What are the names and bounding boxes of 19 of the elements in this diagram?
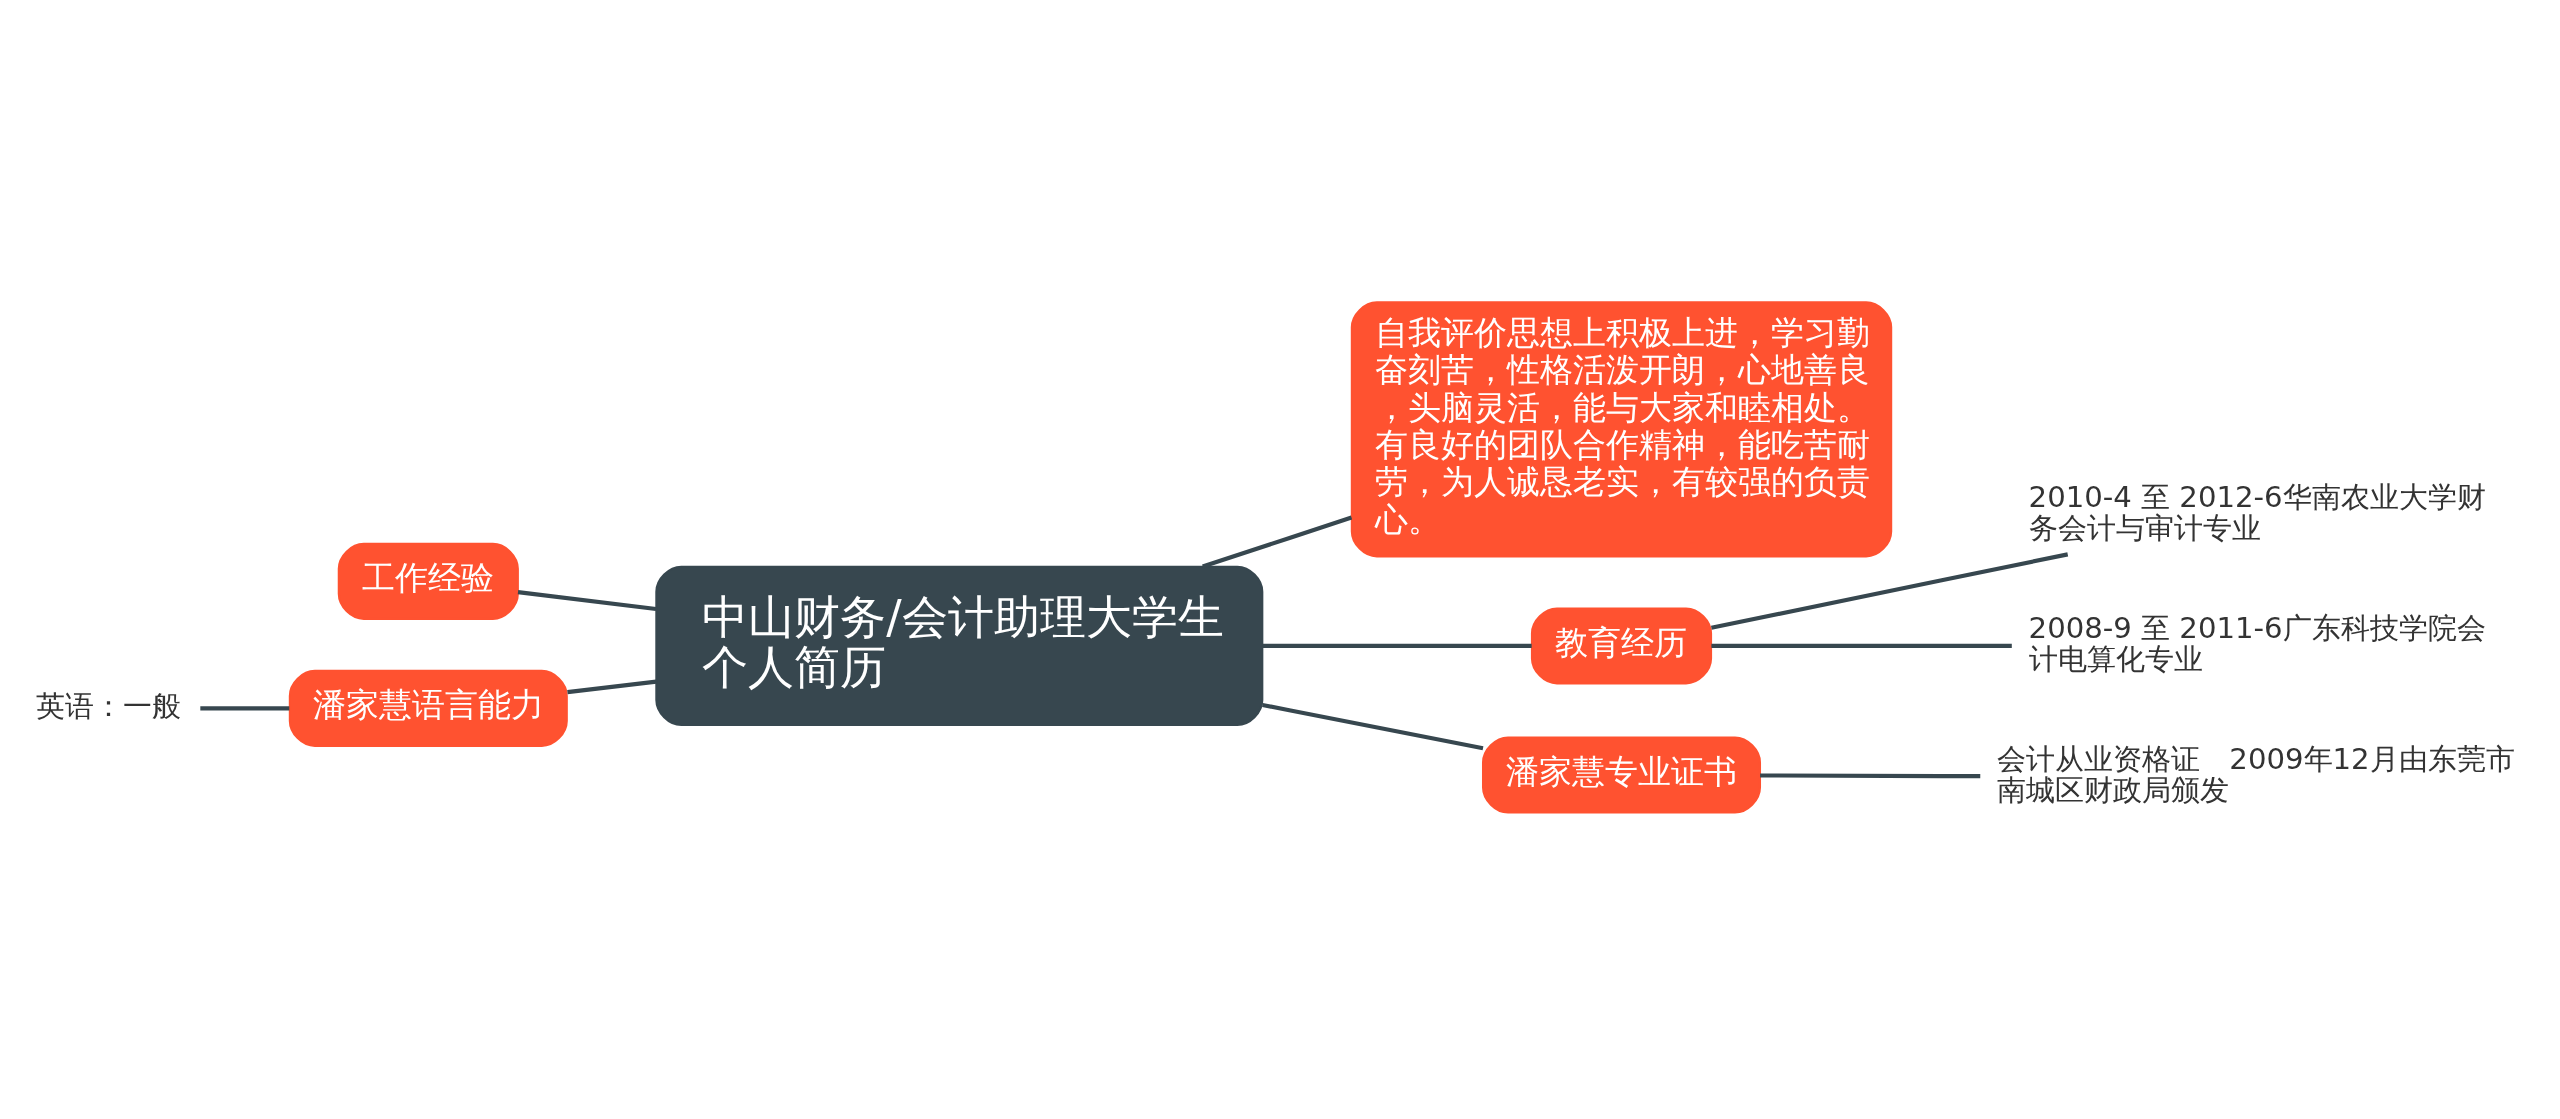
connector bbox=[567, 679, 657, 695]
connector bbox=[1202, 515, 1353, 569]
node-text: 会计从业资格证 2009年12月由东莞市南城区财政局颁发 bbox=[1997, 742, 2515, 808]
node-box: 潘家慧语言能力 bbox=[288, 669, 568, 747]
node-box: 教育经历 bbox=[1530, 607, 1713, 685]
node-box: 工作经验 bbox=[337, 542, 519, 620]
node-text: 英语：一般 bbox=[36, 689, 182, 724]
connector bbox=[517, 590, 657, 612]
connector bbox=[1760, 773, 1981, 779]
node-box: 自我评价思想上积极上进，学习勤奋刻苦，性格活泼开朗，心地善良，头脑灵活，能与大家和睦相处。有良好的团队合作精神，能吃苦耐劳，为人诚恳老实，有较强的负责心。 bbox=[1350, 301, 1893, 558]
node-box: 中山财务/会计助理大学生个人简历 bbox=[655, 565, 1264, 727]
node-text: 2008-9 至 2011-6广东科技学院会计电算化专业 bbox=[2028, 611, 2486, 677]
connector bbox=[1710, 552, 2069, 630]
connector bbox=[1262, 643, 1532, 648]
connector bbox=[1262, 702, 1484, 751]
node-text: 2010-4 至 2012-6华南农业大学财务会计与审计专业 bbox=[2028, 479, 2486, 546]
node-box: 潘家慧专业证书 bbox=[1482, 736, 1761, 814]
connector bbox=[200, 706, 290, 711]
connector bbox=[1711, 643, 2012, 648]
